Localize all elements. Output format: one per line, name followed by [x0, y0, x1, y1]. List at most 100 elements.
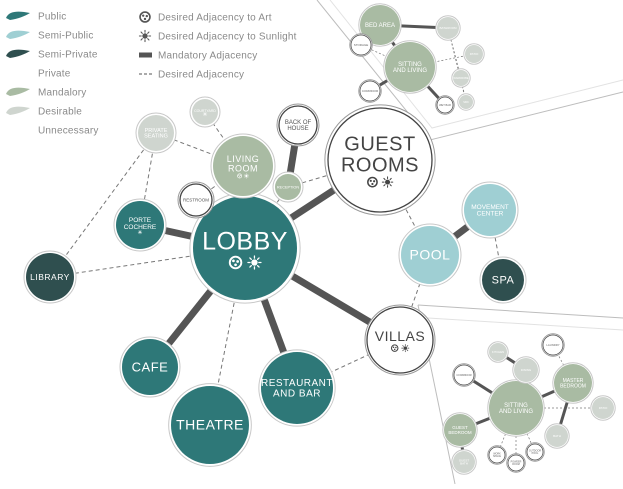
legend-key-label: Desired Adjacency to Sunlight	[158, 32, 297, 43]
node-label: AND LIVING	[393, 68, 427, 74]
node-library[interactable]: LIBRARY	[24, 251, 76, 303]
sun-icon	[248, 256, 261, 269]
legend-zone-mandalory: Mandalory	[6, 88, 87, 99]
node-label: RESTROOM	[183, 198, 209, 203]
legend-key-dashed-line: Desired Adjacency	[139, 70, 244, 81]
node-label: GUEST	[344, 134, 415, 156]
node-v-laundry[interactable]: LAUNDRY	[542, 334, 564, 356]
node-label: LAUNDRY	[546, 343, 559, 347]
legend-key-label: Mandatory Adjacency	[158, 51, 257, 62]
villa-panel-border-top	[418, 305, 623, 318]
node-label: CORRIDOR	[362, 89, 379, 93]
node-label: SEATING	[144, 134, 168, 140]
villa-panel-border-inner	[428, 318, 623, 330]
node-v-dining[interactable]: DINING	[513, 357, 539, 383]
node-v-kitchen[interactable]: KITCHEN	[488, 342, 508, 362]
node-label: ROOMS	[341, 155, 419, 177]
node-label: BATHROOM	[439, 26, 457, 30]
node-label: COCHERE	[124, 224, 157, 231]
legend-zone-private: Private	[38, 69, 71, 80]
node-label: POOL	[532, 452, 539, 455]
node-label: BACK OF	[285, 120, 312, 126]
node-label: RECEPTION	[277, 185, 299, 189]
node-label: POOL	[410, 247, 451, 263]
sun-icon	[382, 177, 392, 187]
node-label: BEDROOM	[560, 383, 586, 389]
node-label: VILLAS	[375, 328, 425, 344]
node-label: ROOM	[512, 463, 519, 466]
node-gr-bath[interactable]: BATHROOM	[436, 16, 460, 40]
legend-zone-unnecessary: Unnecessary	[38, 126, 99, 137]
node-label: CENTER	[477, 211, 504, 218]
legend-label: Desirable	[38, 107, 82, 118]
legend-swatch	[6, 50, 30, 58]
node-cafe[interactable]: CAFE	[120, 337, 180, 397]
node-pool[interactable]: POOL	[399, 224, 461, 286]
node-label: PATIO	[470, 52, 479, 56]
node-label: WET BAR	[439, 103, 451, 107]
node-label: PATIO	[599, 406, 608, 410]
node-label: LOBBY	[202, 228, 288, 256]
node-gr-sink[interactable]: SINK	[458, 94, 474, 110]
node-label: DINING	[521, 368, 532, 372]
node-villas[interactable]: VILLAS	[365, 305, 435, 375]
node-label: CAFE	[132, 359, 169, 374]
node-gr-patio[interactable]: PATIO	[464, 44, 484, 64]
node-label: RESTAURANT	[261, 378, 333, 389]
sun-icon	[139, 30, 150, 41]
sun-icon	[244, 174, 249, 179]
sun-icon	[203, 112, 207, 116]
node-label: BATH	[460, 462, 468, 466]
legend-label: Semi-Public	[38, 31, 94, 42]
node-gr-corridor[interactable]: CORRIDOR	[359, 80, 381, 102]
sun-icon	[138, 230, 142, 234]
node-gr-wardrobe[interactable]: WARDROBE	[452, 69, 470, 87]
node-v-bath[interactable]: BATH	[545, 424, 569, 448]
legend-label: Private	[38, 69, 71, 80]
node-label: BATH	[553, 434, 561, 438]
legend-key-thick-line: Mandatory Adjacency	[139, 51, 257, 62]
legend-swatch	[6, 107, 30, 115]
legend-key-label: Desired Adjacency	[158, 70, 244, 81]
sun-icon	[402, 344, 409, 351]
node-label: AND LIVING	[499, 409, 533, 415]
node-v-corridor[interactable]: CORRIDOR	[453, 364, 475, 386]
node-label: SPACE	[493, 455, 501, 458]
node-spa[interactable]: SPA	[480, 257, 526, 303]
node-gr-storage[interactable]: STORAGE	[350, 34, 372, 56]
node-label: CORRIDOR	[456, 373, 471, 377]
node-gr-powder[interactable]: WET BAR	[436, 96, 454, 114]
node-courtyard[interactable]: COURTYARD	[190, 97, 220, 127]
node-reception[interactable]: RECEPTION	[273, 172, 303, 202]
node-theatre[interactable]: THEATRE	[169, 384, 252, 467]
art-icon	[140, 12, 150, 22]
legend-swatch	[6, 12, 30, 20]
legend-key-label: Desired Adjacency to Art	[158, 13, 272, 24]
legend-label: Unnecessary	[38, 126, 99, 137]
node-label: SITTING	[398, 62, 422, 68]
legend-key-art-icon: Desired Adjacency to Art	[140, 12, 272, 23]
node-v-patio[interactable]: PATIO	[591, 396, 615, 420]
legend-label: Mandalory	[38, 88, 87, 99]
node-restroom[interactable]: RESTROOM	[178, 182, 214, 218]
legend-swatch	[6, 88, 30, 96]
